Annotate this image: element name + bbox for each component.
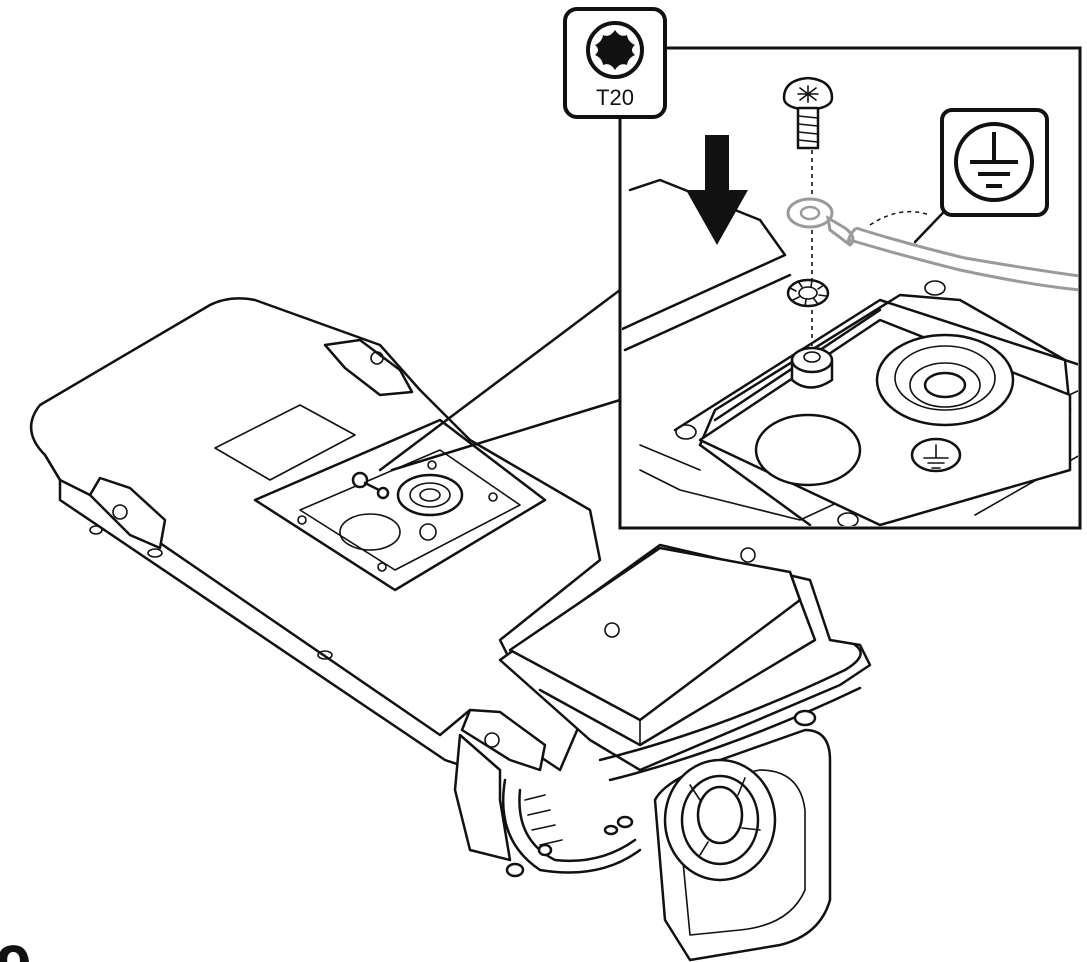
detail-leader-lines <box>378 288 622 472</box>
torx-icon <box>586 21 644 79</box>
tool-badge: T20 <box>563 7 667 119</box>
cover-housing <box>498 543 872 782</box>
protective-earth-icon <box>954 122 1034 202</box>
socket-assembly <box>453 708 832 962</box>
step-number: 9 <box>0 932 32 962</box>
arrow-down-icon <box>686 135 748 245</box>
detail-view <box>618 46 1082 530</box>
tool-size-label: T20 <box>596 85 634 110</box>
ground-badge <box>940 108 1049 217</box>
